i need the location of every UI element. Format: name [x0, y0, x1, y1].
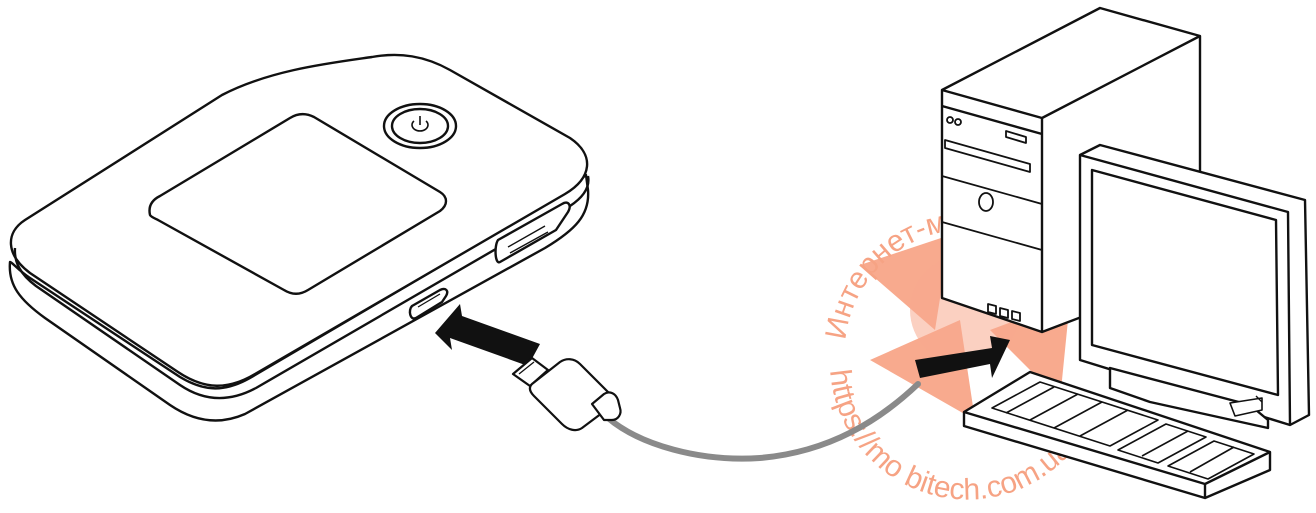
computer-monitor — [1080, 145, 1309, 428]
arrow-right-icon — [435, 304, 540, 366]
power-button — [384, 104, 456, 148]
mobile-router — [10, 55, 589, 421]
micro-usb-connector — [513, 358, 621, 430]
desktop-computer — [942, 8, 1309, 498]
